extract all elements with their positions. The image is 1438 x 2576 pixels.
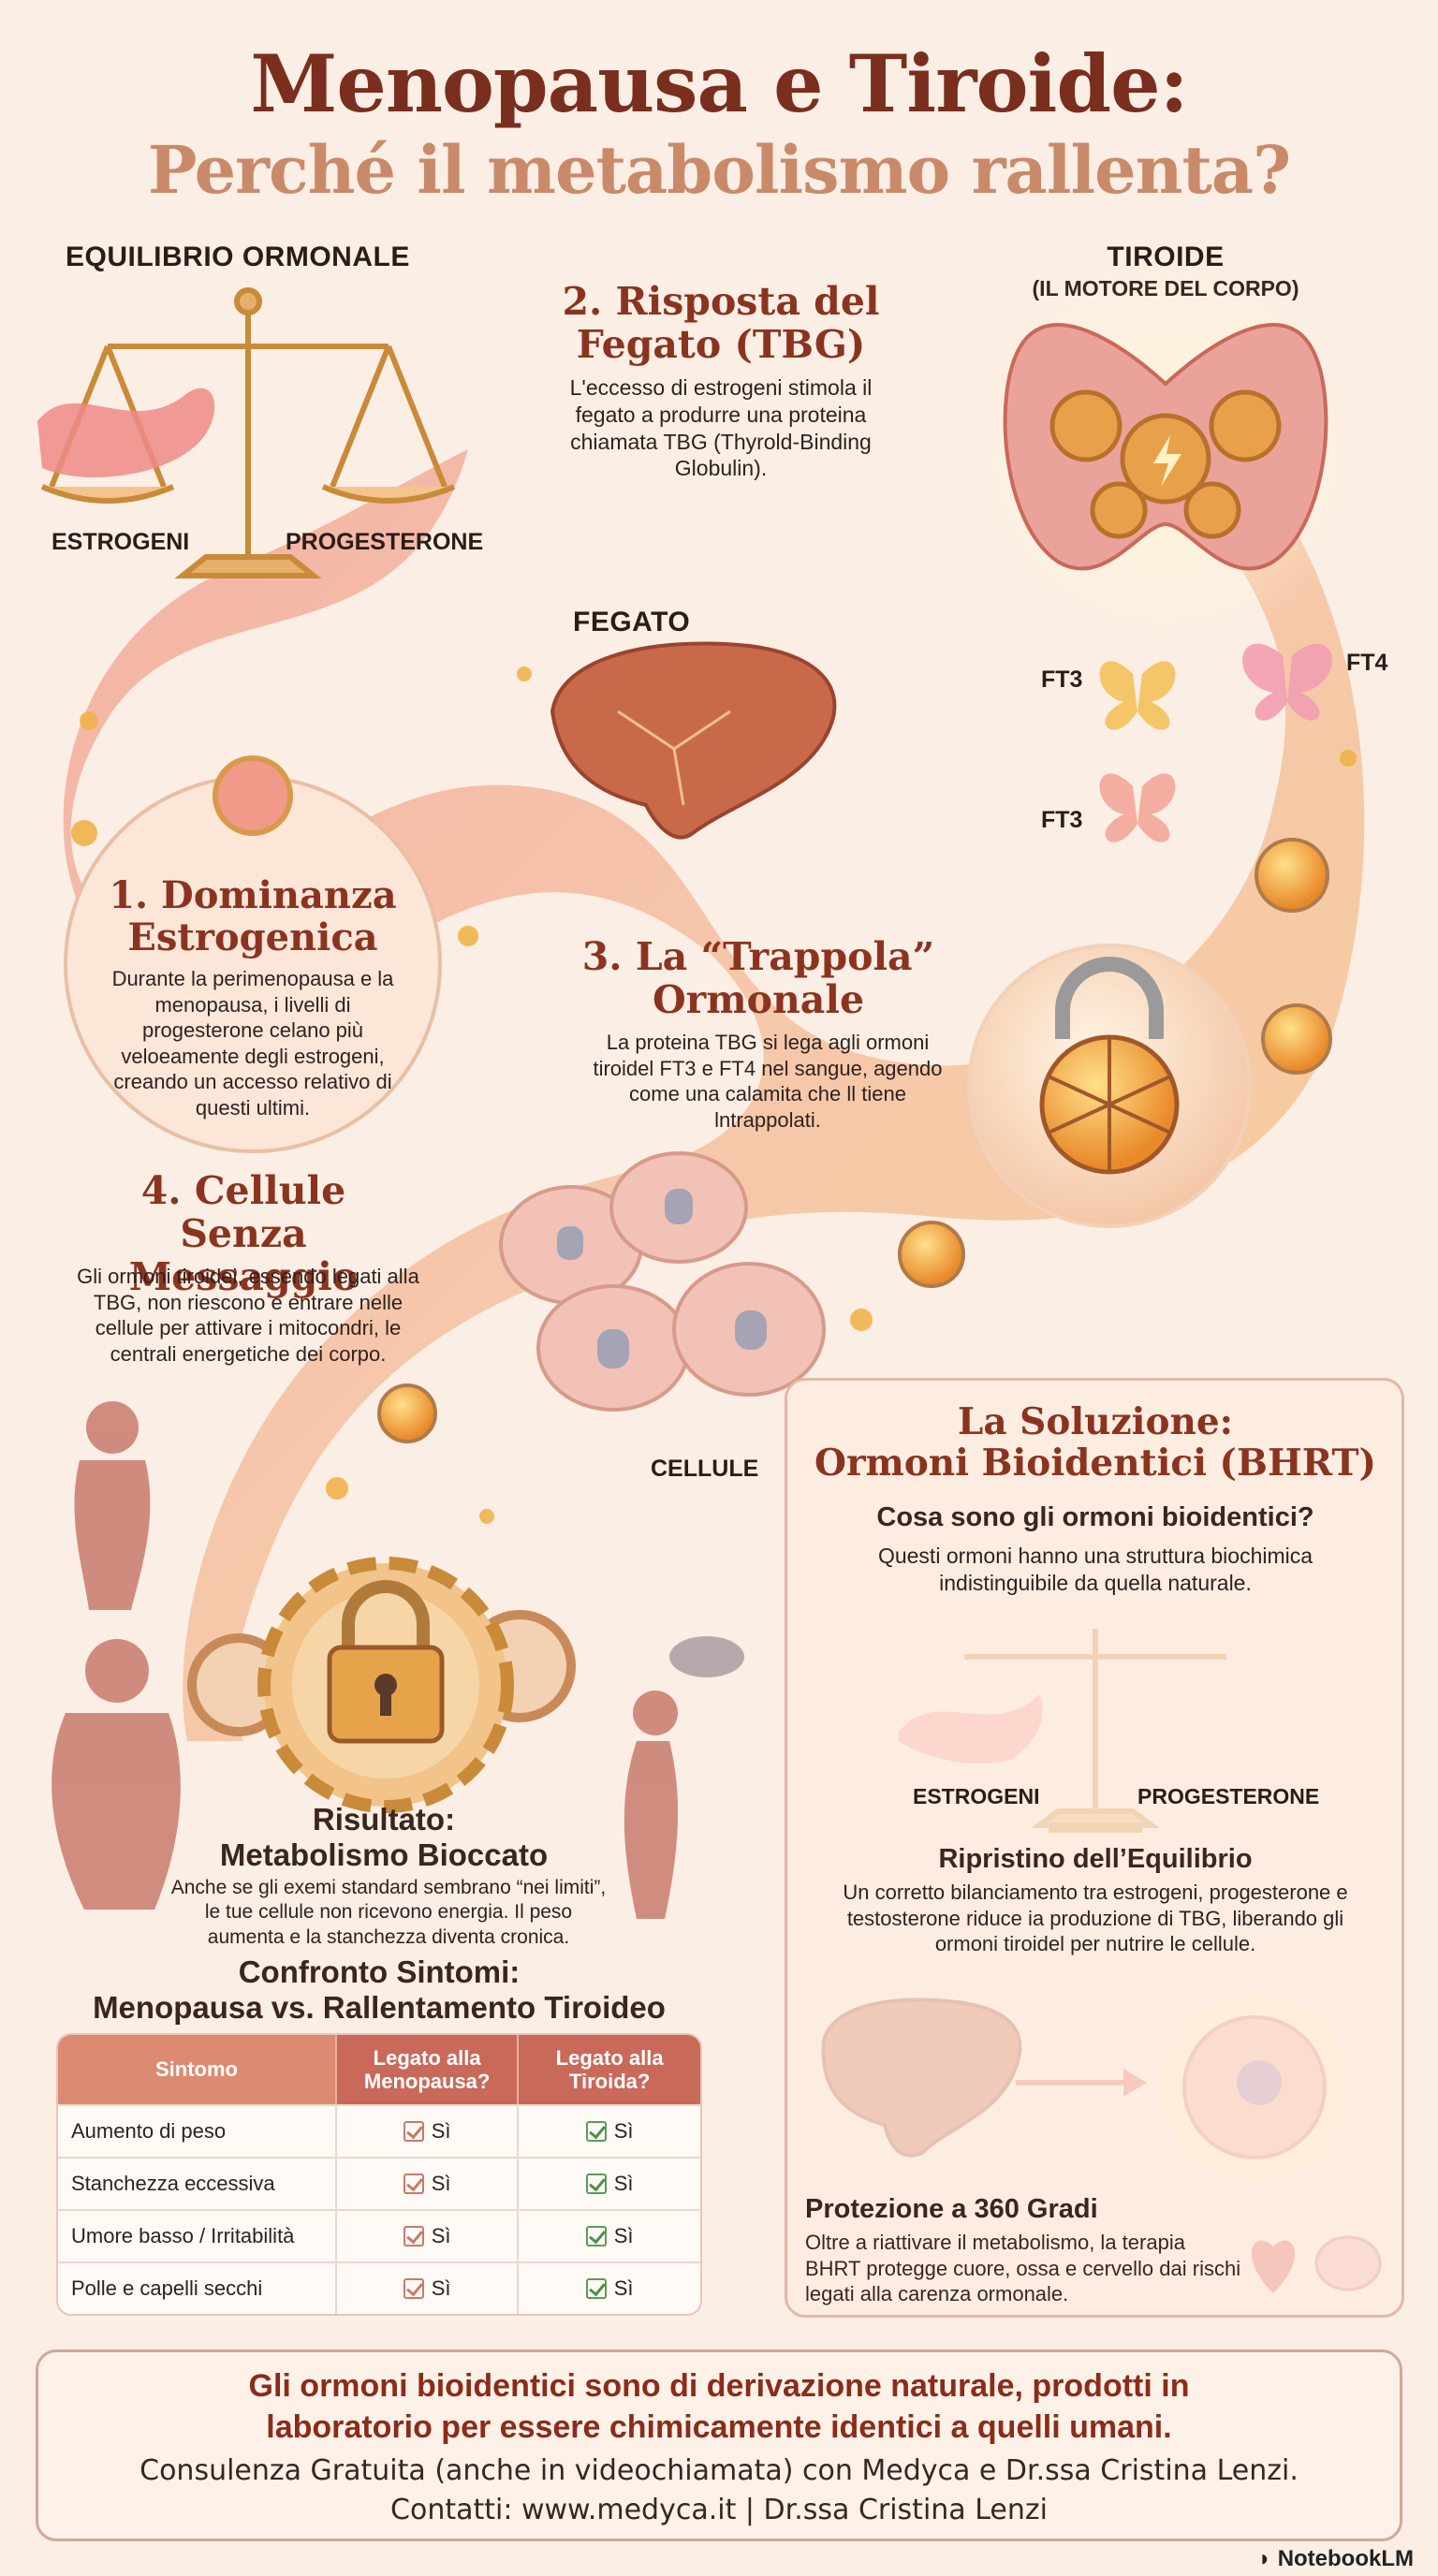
restore-body: Un corretto bilanciamento tra estrogeni,… (843, 1881, 1348, 1955)
blocked-metabolism-gears (187, 1557, 576, 1813)
cell-door-icon (557, 1189, 767, 1368)
step1-title: 1. Dominanza Estrogenica (109, 873, 397, 959)
symptom-comparison-table: Sintomo Legato alla Menopausa? Legato al… (56, 2033, 702, 2316)
page-subtitle: Perché il metabolismo rallenta? (147, 131, 1291, 209)
cells-label: CELLULE (651, 1456, 759, 1482)
menopause-cell: Sì (336, 2104, 520, 2157)
solution-title: La Soluzione: Ormoni Bioidentici (BHRT) (814, 1400, 1377, 1485)
solution-question: Cosa sono gli ormoni bioidentici? (876, 1502, 1314, 1532)
brand-logo: ◗ NotebookLM (1257, 2546, 1414, 2571)
step4-body: Gli ormoni tiroidei, essendo legati alla… (77, 1265, 419, 1366)
butterfly-icon (1099, 773, 1176, 842)
solution-panel (785, 1378, 1404, 2318)
table-header: Legato alla Menopausa? (336, 2035, 520, 2104)
result-body: Anche se gli exemi standard sembrano “ne… (170, 1877, 607, 1948)
ft4-label: FT4 (1346, 650, 1388, 676)
step4-title: 4. Cellule Senza Messaggio (128, 1168, 359, 1299)
balance-heading: EQUILIBRIO ORMONALE (66, 242, 410, 272)
thyroid-illustration (960, 243, 1372, 655)
thyroid-cell: Sì (519, 2261, 700, 2314)
checkbox-icon (403, 2226, 424, 2247)
thyroid-heading: TIROIDE (1107, 242, 1225, 272)
step3-title: 3. La “Trappola” Ormonale (581, 934, 935, 1022)
butterfly-icon (1242, 643, 1332, 721)
restore-heading: Ripristino dell’Equilibrio (938, 1844, 1253, 1874)
liver-label: FEGATO (573, 607, 691, 637)
table-row: Stanchezza eccessiva Sì Sì (58, 2157, 700, 2209)
estrogen-ribbon-icon (37, 388, 215, 477)
checkbox-icon (403, 2278, 424, 2299)
menopause-cell: Sì (336, 2157, 520, 2209)
woman-silhouette-icon (51, 1401, 679, 1919)
liver-illustration (550, 641, 837, 840)
table-header: Legato alla Tiroida? (519, 2035, 700, 2104)
estrogen-label: ESTROGENI (913, 1784, 1040, 1808)
table-row: Umore basso / Irritabilità Sì Sì (58, 2209, 700, 2261)
result-title: Risultato: Metabolismo Bioccato (219, 1802, 549, 1872)
table-header: Sintomo (58, 2035, 337, 2104)
thyroid-cell: Sì (519, 2104, 700, 2157)
thyroid-cell: Sì (519, 2209, 700, 2261)
menopause-cell: Sì (336, 2209, 520, 2261)
comparison-title: Confronto Sintomi: Menopausa vs. Rallent… (93, 1954, 666, 2025)
footer-consult: Consulenza Gratuita (anche in videochiam… (139, 2454, 1299, 2487)
progesterone-label: PROGESTERONE (286, 529, 484, 555)
solution-answer: Questi ormoni hanno una struttura biochi… (877, 1544, 1313, 1595)
table-row: Polle e capelli secchi Sì Sì (58, 2261, 700, 2314)
ft3-label: FT3 (1041, 807, 1083, 833)
cells-illustration (499, 1151, 826, 1412)
table-row: Aumento di peso Sì Sì (58, 2104, 700, 2157)
trap-lock-illustration (967, 944, 1252, 1228)
thyroid-subheading: (IL MOTORE DEL CORPO) (1032, 276, 1299, 300)
protect-body: Oltre a riattivare il metabolismo, la te… (805, 2231, 1241, 2305)
footer-contacts: Contatti: www.medyca.it | Dr.ssa Cristin… (390, 2494, 1048, 2526)
thyroid-cell: Sì (519, 2157, 700, 2209)
step3-body: La proteina TBG si lega agli ormoni tiro… (593, 1031, 943, 1132)
symptom-cell: Stanchezza eccessiva (58, 2157, 337, 2209)
checkbox-icon (585, 2278, 607, 2299)
lock-icon (377, 838, 1332, 1443)
checkbox-icon (585, 2226, 607, 2247)
checkbox-icon (403, 2121, 424, 2142)
moon-icon (360, 421, 426, 482)
step2-body: L'eccesso di estrogeni stimola il fegato… (569, 375, 873, 481)
menopause-cell: Sì (336, 2261, 520, 2314)
cloud-icon (669, 1636, 744, 1677)
symptom-cell: Polle e capelli secchi (58, 2261, 337, 2314)
estrogen-label: ESTROGENI (51, 529, 190, 555)
page-title: Menopausa e Tiroide: (250, 37, 1188, 130)
checkbox-icon (585, 2121, 607, 2142)
symptom-cell: Aumento di peso (58, 2104, 337, 2157)
step2-title: 2. Risposta del Fegato (TBG) (562, 279, 880, 367)
step1-body: Durante la perimenopausa e la menopausa,… (111, 967, 394, 1120)
checkbox-icon (403, 2174, 424, 2194)
ft3-label: FT3 (1041, 666, 1083, 693)
butterfly-icon (1099, 661, 1176, 730)
progesterone-label: PROGESTERONE (1137, 1784, 1320, 1808)
footer-box (36, 2349, 1402, 2541)
symptom-cell: Umore basso / Irritabilità (58, 2209, 337, 2261)
footer-highlight: Gli ormoni bioidentici sono di derivazio… (248, 2368, 1190, 2446)
step1-bubble (64, 755, 442, 1153)
checkbox-icon (585, 2174, 607, 2194)
notebooklm-icon: ◗ (1257, 2546, 1278, 2571)
protect-heading: Protezione a 360 Gradi (805, 2194, 1098, 2224)
